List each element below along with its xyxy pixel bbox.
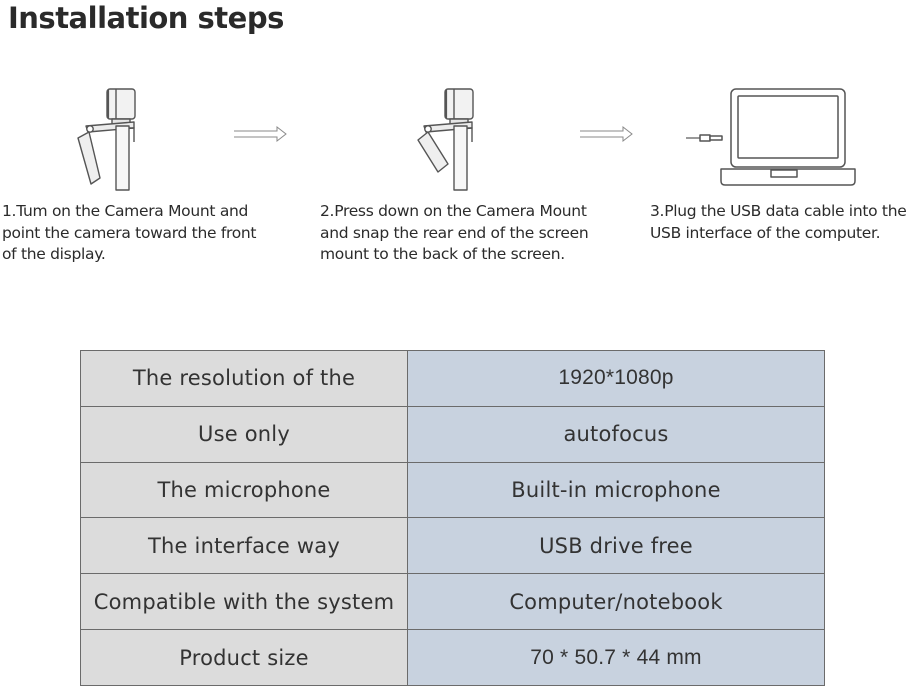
spec-value: 70 * 50.7 * 44 mm [407,629,825,686]
spec-label: Compatible with the system [80,573,408,631]
step-2-text: 2.Press down on the Camera Mount and sna… [320,202,589,263]
page-title: Installation steps [8,1,284,35]
spec-label: Use only [80,405,408,463]
step-1-text: 1.Tum on the Camera Mount and point the … [2,202,257,263]
table-row: Product size 70 * 50.7 * 44 mm [80,629,825,686]
spec-value: USB drive free [407,517,825,575]
spec-label: The resolution of the [80,350,408,407]
spec-label: Product size [80,629,408,686]
spec-value: Computer/notebook [407,573,825,631]
spec-label: The microphone [80,461,408,519]
table-row: The interface way USB drive free [80,517,825,575]
step-3-text: 3.Plug the USB data cable into the USB i… [650,202,907,242]
spec-value: 1920*1080p [407,350,825,407]
table-row: The resolution of the 1920*1080p [80,350,825,407]
table-row: Compatible with the system Computer/note… [80,573,825,631]
spec-table: The resolution of the 1920*1080p Use onl… [80,350,825,686]
table-row: The microphone Built-in microphone [80,461,825,519]
right-arrow-icon [234,125,287,143]
camera-mount-icon [77,88,136,191]
laptop-usb-icon [686,88,856,186]
camera-mount-pressed-icon [417,88,474,191]
right-arrow-icon [580,125,633,143]
spec-label: The interface way [80,517,408,575]
table-row: Use only autofocus [80,405,825,463]
spec-value: Built-in microphone [407,461,825,519]
spec-value: autofocus [407,405,825,463]
